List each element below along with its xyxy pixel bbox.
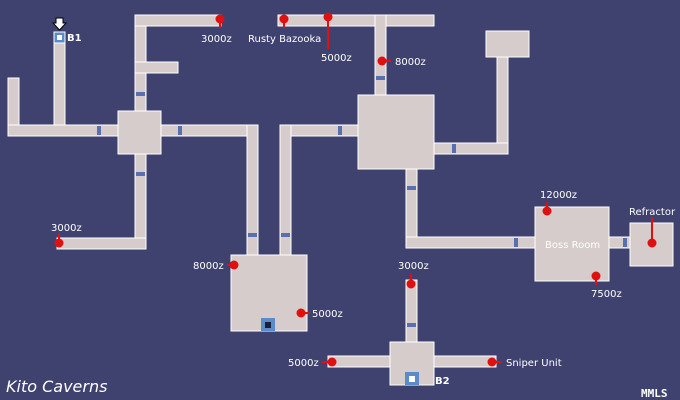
label-5000z-bottom: 5000z — [288, 358, 319, 369]
label-8000z-right: 8000z — [395, 57, 426, 68]
marker-3000z-top[interactable] — [215, 14, 225, 29]
corridor-b1-shaft — [53, 37, 66, 131]
marker-refractor[interactable] — [647, 217, 657, 248]
corridor-refractor-link — [605, 236, 633, 249]
corridor-ne-hall — [431, 142, 509, 155]
door-east-a-down — [248, 233, 257, 237]
room-hub-west — [117, 110, 162, 155]
door-west-hall — [97, 126, 101, 135]
corridor-east-a — [159, 124, 259, 137]
label-8000z-left: 8000z — [193, 261, 224, 272]
corridor-boss-drop — [405, 167, 418, 249]
doors — [97, 76, 627, 327]
treasure-markers — [54, 12, 657, 367]
door-b2-north — [407, 323, 416, 327]
map-labels: B1 B2 3000z Rusty Bazooka 5000z 8000z 30… — [51, 33, 676, 387]
door-top-drop — [376, 76, 385, 80]
door-east-b-down — [281, 233, 290, 237]
corridor-b2-west — [327, 355, 393, 368]
lift-square-icon[interactable] — [261, 318, 275, 331]
room-boss — [534, 206, 610, 282]
door-ne-hall — [452, 144, 456, 153]
corridor-east-b — [279, 124, 361, 137]
label-12000z: 12000z — [540, 190, 577, 201]
corridor-north-stub — [134, 61, 179, 74]
label-sniper-unit: Sniper Unit — [506, 358, 562, 369]
door-refractor — [623, 238, 627, 247]
brand-logo: MMLS — [641, 387, 668, 400]
marker-3000z-left[interactable] — [54, 233, 64, 248]
corridor-top-hall — [277, 14, 435, 27]
room-hub-east — [357, 94, 435, 170]
label-rusty-bazooka: Rusty Bazooka — [248, 34, 321, 45]
map-title: Kito Caverns — [6, 377, 107, 396]
label-5000z-top: 5000z — [321, 53, 352, 64]
door-east-a — [178, 126, 182, 135]
marker-8000z-left[interactable] — [227, 260, 239, 270]
corridor-ne-shaft — [496, 54, 509, 155]
floor-label-b2: B2 — [435, 376, 450, 387]
exits — [51, 17, 419, 385]
door-east-b — [338, 126, 342, 135]
room-ne-alcove — [485, 30, 530, 58]
down-arrow-icon — [51, 17, 68, 31]
marker-7500z[interactable] — [591, 271, 601, 286]
label-3000z-mid: 3000z — [398, 261, 429, 272]
exit-b2-icon[interactable] — [405, 372, 419, 385]
door-south-shaft — [136, 172, 145, 176]
corridor-west-hall — [7, 124, 121, 137]
floor-label-b1: B1 — [67, 33, 82, 44]
marker-5000z-mid[interactable] — [296, 308, 311, 318]
corridor-sw-hall — [56, 237, 147, 250]
label-3000z-top: 3000z — [201, 34, 232, 45]
door-boss-hall — [514, 238, 518, 247]
rooms — [117, 30, 674, 386]
marker-rusty-bazooka[interactable] — [279, 14, 289, 29]
marker-sniper-unit[interactable] — [487, 357, 503, 367]
label-refractor: Refractor — [629, 207, 676, 218]
exit-b1-icon[interactable] — [53, 31, 66, 44]
label-5000z-mid: 5000z — [312, 309, 343, 320]
corridor-b2-east — [431, 355, 497, 368]
label-3000z-left: 3000z — [51, 223, 82, 234]
door-boss-drop — [407, 186, 416, 190]
marker-5000z-bottom[interactable] — [322, 357, 337, 367]
corridor-b2-north — [405, 279, 418, 345]
corridor-north-top — [134, 14, 222, 27]
marker-3000z-mid[interactable] — [406, 274, 416, 289]
marker-8000z-right[interactable] — [377, 56, 392, 66]
corridor-top-drop — [374, 14, 387, 98]
marker-5000z-top[interactable] — [323, 12, 333, 50]
marker-12000z[interactable] — [542, 202, 552, 216]
label-7500z: 7500z — [591, 289, 622, 300]
corridor-south-shaft — [134, 152, 147, 250]
room-b2-junction — [389, 341, 435, 386]
door-north-shaft — [136, 92, 145, 96]
label-boss-room: Boss Room — [545, 240, 600, 251]
